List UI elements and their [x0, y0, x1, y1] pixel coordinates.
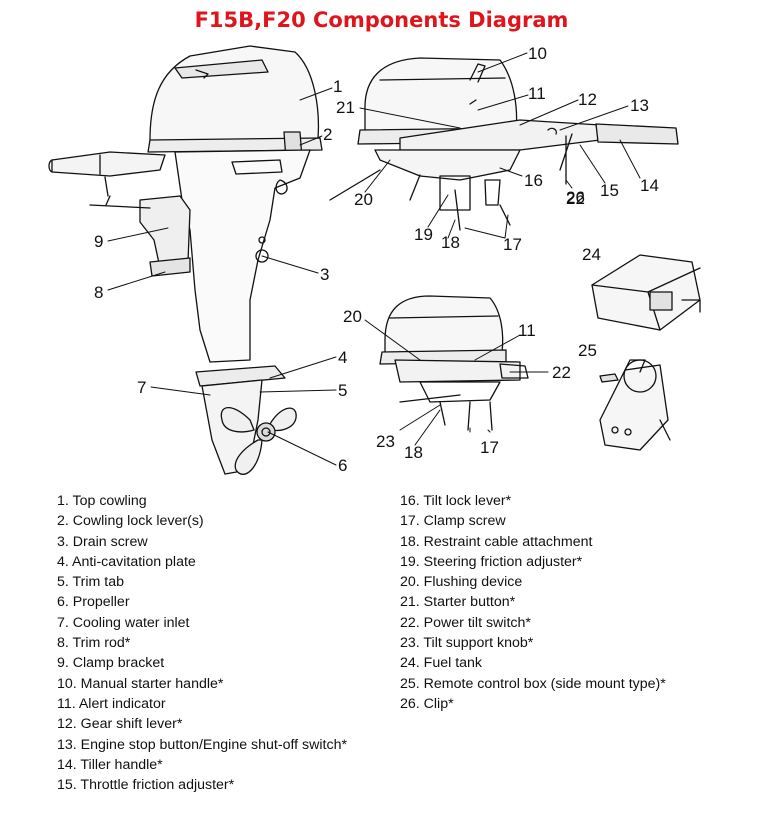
callout-9: 9: [94, 232, 103, 251]
callout-19: 19: [414, 225, 433, 244]
callout-17b: 17: [480, 438, 499, 457]
leader-lines: [107, 52, 641, 466]
legend-item: 16. Tilt lock lever*: [400, 493, 512, 509]
callout-13: 13: [630, 96, 649, 115]
legend-item: 7. Cooling water inlet: [57, 614, 190, 631]
legend-item: 12. Gear shift lever*: [57, 716, 183, 733]
callout-3: 3: [320, 265, 329, 284]
legend-right-column: 16. Tilt lock lever* 17. Clamp screw 18.…: [400, 491, 666, 714]
callout-5: 5: [338, 381, 347, 400]
legend-item: 11. Alert indicator: [57, 695, 166, 712]
callout-14: 14: [640, 176, 659, 195]
legend-item: 13. Engine stop button/Engine shut-off s…: [57, 736, 347, 753]
callout-20: 20: [354, 190, 373, 209]
legend-item: 22. Power tilt switch*: [400, 614, 531, 631]
tiller-model-detail: [329, 57, 679, 231]
callout-18b: 18: [404, 443, 423, 462]
main-outboard-motor: [48, 45, 323, 475]
legend-left-column: 1. Top cowling 2. Cowling lock lever(s) …: [57, 491, 347, 795]
legend-item: 3. Drain screw: [57, 533, 148, 550]
legend-item: 15. Throttle friction adjuster*: [57, 777, 235, 794]
callout-17: 17: [503, 235, 522, 254]
callout-23: 23: [376, 432, 395, 451]
callout-25: 25: [578, 341, 597, 360]
callout-4: 4: [338, 348, 347, 367]
legend-item: 10. Manual starter handle*: [57, 675, 224, 692]
legend-item: 20. Flushing device: [400, 574, 523, 591]
callout-12: 12: [578, 90, 597, 109]
legend-item: 1. Top cowling: [57, 493, 147, 509]
legend-item: 8. Trim rod*: [57, 635, 131, 652]
callout-24: 24: [582, 245, 601, 264]
outboard-motor-diagram: 1 2 3 4 5 6 7 8 9 10 11 12 13 14 15 16 1…: [48, 44, 701, 475]
fuel-tank: [591, 254, 701, 331]
callout-8: 8: [94, 283, 103, 302]
legend-item: 24. Fuel tank: [400, 655, 483, 672]
callout-2: 2: [323, 125, 332, 144]
legend-item: 21. Starter button*: [400, 594, 516, 611]
remote-control-box: [599, 359, 671, 451]
legend-item: 26. Clip*: [400, 695, 454, 712]
callout-numbers: 1 2 3 4 5 6 7 8 9 10 11 12 13 14 15 16 1…: [94, 44, 659, 475]
legend-item: 9. Clamp bracket: [57, 655, 165, 672]
legend-item: 5. Trim tab: [57, 574, 125, 591]
legend-item: 19. Steering friction adjuster*: [400, 553, 583, 570]
legend-item: 14. Tiller handle*: [57, 756, 163, 773]
legend-item: 25. Remote control box (side mount type)…: [400, 675, 666, 692]
callout-22b: 22: [552, 363, 571, 382]
legend-item: 6. Propeller: [57, 594, 130, 611]
callout-6: 6: [338, 456, 347, 475]
legend-item: 17. Clamp screw: [400, 513, 506, 530]
callout-22: 22: [566, 189, 585, 208]
callout-10: 10: [528, 44, 547, 63]
callout-11b: 11: [518, 321, 536, 340]
callout-15: 15: [600, 181, 619, 200]
callout-1: 1: [333, 77, 342, 96]
diagram-title: F15B,F20 Components Diagram: [194, 8, 569, 32]
callout-7: 7: [137, 378, 146, 397]
callout-21: 21: [336, 98, 355, 117]
legend-item: 4. Anti-cavitation plate: [57, 553, 196, 570]
callout-11: 11: [528, 84, 546, 103]
remote-model-detail: [379, 295, 529, 431]
callout-26: 26: [566, 188, 585, 207]
callout-18: 18: [441, 233, 460, 252]
callout-20b: 20: [343, 307, 362, 326]
legend-item: 23. Tilt support knob*: [400, 635, 534, 652]
legend-item: 18. Restraint cable attachment: [400, 533, 593, 550]
callout-16: 16: [524, 171, 543, 190]
legend-item: 2. Cowling lock lever(s): [57, 513, 204, 530]
